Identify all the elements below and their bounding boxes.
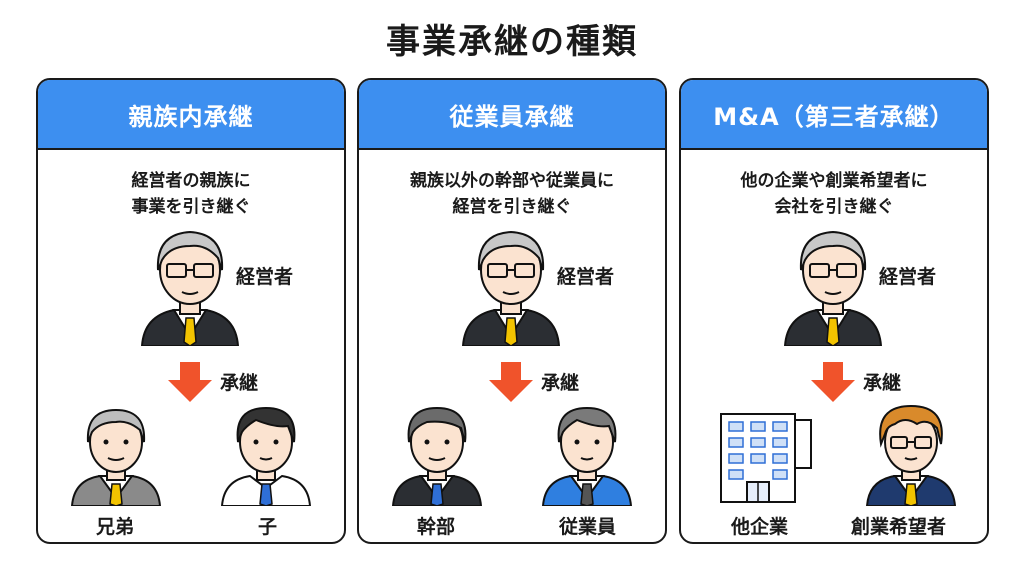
card-header: 親族内承継 bbox=[38, 80, 344, 150]
successor-label: 幹部 bbox=[417, 516, 456, 538]
card-description: 親族以外の幹部や従業員に 経営を引き継ぐ bbox=[410, 171, 614, 217]
card-header: M&A（第三者承継） bbox=[681, 80, 987, 150]
page-title: 事業承継の種類 bbox=[386, 22, 638, 62]
sibling-illustration-icon bbox=[66, 398, 166, 506]
employee-illustration-icon bbox=[537, 398, 637, 506]
successor-label: 他企業 bbox=[731, 516, 789, 538]
founder-illustration-icon bbox=[861, 398, 961, 506]
owner-illustration-icon bbox=[777, 218, 889, 346]
arrow-down-icon bbox=[168, 362, 212, 402]
successor-label: 従業員 bbox=[559, 516, 617, 538]
owner-illustration-icon bbox=[455, 218, 567, 346]
owner-label: 経営者 bbox=[557, 266, 615, 288]
building-icon bbox=[717, 410, 817, 504]
owner-label: 経営者 bbox=[236, 266, 294, 288]
card-description: 他の企業や創業希望者に 会社を引き継ぐ bbox=[740, 171, 928, 217]
owner-label: 経営者 bbox=[879, 266, 937, 288]
arrow-down-icon bbox=[811, 362, 855, 402]
card-description: 経営者の親族に 事業を引き継ぐ bbox=[131, 171, 251, 217]
card-header: 従業員承継 bbox=[359, 80, 665, 150]
successor-label: 子 bbox=[258, 516, 278, 538]
successor-label: 創業希望者 bbox=[851, 516, 947, 538]
card-employee-succession: 従業員承継 親族以外の幹部や従業員に 経営を引き継ぐ 経営者 承継 bbox=[357, 78, 667, 544]
succession-label: 承継 bbox=[541, 372, 580, 394]
card-ma-succession: M&A（第三者承継） 他の企業や創業希望者に 会社を引き継ぐ 経営者 承継 bbox=[679, 78, 989, 544]
child-illustration-icon bbox=[216, 398, 316, 506]
owner-illustration-icon bbox=[134, 218, 246, 346]
executive-illustration-icon bbox=[387, 398, 487, 506]
successor-label: 兄弟 bbox=[96, 516, 135, 538]
succession-label: 承継 bbox=[220, 372, 259, 394]
card-family-succession: 親族内承継 経営者の親族に 事業を引き継ぐ 経営者 承継 bbox=[36, 78, 346, 544]
succession-label: 承継 bbox=[863, 372, 902, 394]
arrow-down-icon bbox=[489, 362, 533, 402]
